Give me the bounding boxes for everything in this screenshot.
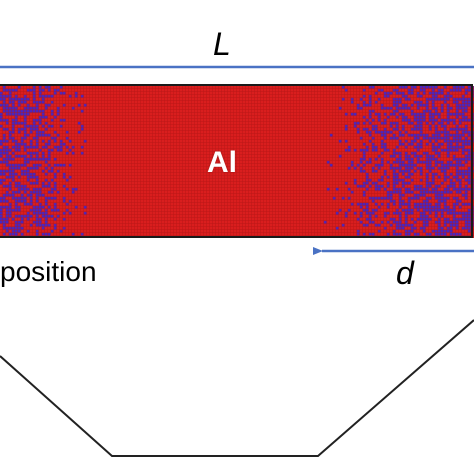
depth-label: d (396, 255, 414, 291)
length-label: L (213, 26, 231, 62)
concentration-profile-line (0, 319, 474, 457)
axis-caption: position (0, 256, 97, 287)
aluminum-region-label: Al (207, 146, 237, 179)
atomic-slab-image (0, 86, 474, 238)
